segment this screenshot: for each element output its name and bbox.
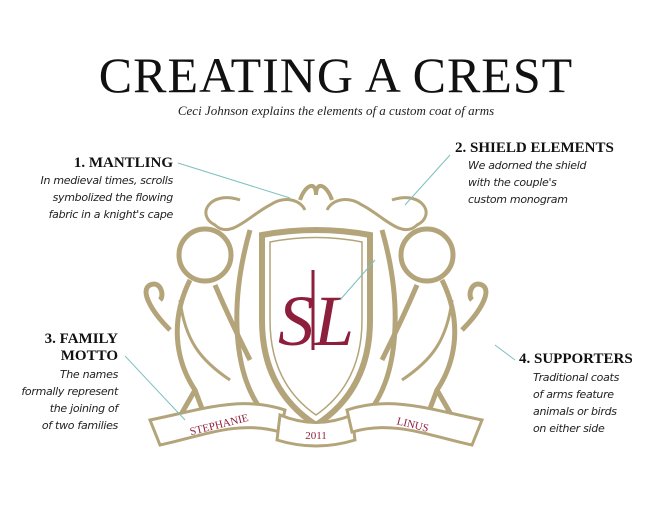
leader-line-motto — [124, 355, 186, 421]
helm-crest — [298, 184, 334, 201]
page-title: CREATING A CREST — [98, 47, 574, 103]
leader-line-shield-2 — [339, 259, 376, 301]
callout-motto-desc: The names formally represent the joining… — [0, 366, 118, 434]
callout-mantling-title: 1. MANTLING — [73, 155, 173, 171]
desc-line: of arms feature — [533, 388, 614, 401]
desc-line: Traditional coats — [533, 371, 619, 384]
desc-line: symbolized the flowing — [52, 191, 174, 204]
desc-line: animals or birds — [533, 405, 617, 418]
monogram-icon: SL — [278, 270, 354, 361]
shield — [259, 227, 373, 429]
callout-supporters-desc: Traditional coats of arms feature animal… — [533, 369, 619, 437]
desc-line: In medieval times, scrolls — [40, 174, 174, 187]
callout-shield-desc: We adorned the shield with the couple's … — [468, 157, 586, 208]
desc-line: fabric in a knight's cape — [48, 208, 174, 221]
desc-line: The names — [59, 368, 118, 381]
desc-line: custom monogram — [468, 193, 568, 206]
title-line: MOTTO — [60, 348, 118, 364]
desc-line: of two families — [41, 419, 118, 432]
leader-line-supporters — [494, 344, 516, 361]
callout-shield-title: 2. SHIELD ELEMENTS — [455, 140, 614, 156]
title-line: 3. FAMILY — [44, 331, 118, 347]
lion-left-icon — [143, 226, 253, 431]
mantling-left — [204, 196, 307, 232]
banner-center — [275, 412, 357, 448]
shield-inner-border — [269, 236, 363, 416]
page-subtitle: Ceci Johnson explains the elements of a … — [177, 103, 495, 118]
desc-line: We adorned the shield — [468, 159, 587, 172]
desc-line: with the couple's — [468, 176, 557, 189]
desc-line: formally represent — [21, 385, 118, 398]
leader-line-shield — [404, 154, 451, 206]
callout-mantling-desc: In medieval times, scrolls symbolized th… — [0, 172, 174, 223]
banner-center-text: 2011 — [305, 430, 327, 442]
mantling-right — [325, 196, 428, 232]
callout-supporters-title: 4. SUPPORTERS — [519, 351, 633, 367]
banner-right — [345, 402, 485, 447]
desc-line: on either side — [533, 422, 605, 435]
callout-motto-title: 3. FAMILY MOTTO — [0, 331, 118, 365]
leader-line-mantling — [177, 162, 291, 199]
monogram-text: SL — [278, 281, 354, 361]
lion-right-icon — [379, 226, 489, 431]
desc-line: the joining of — [49, 402, 119, 415]
